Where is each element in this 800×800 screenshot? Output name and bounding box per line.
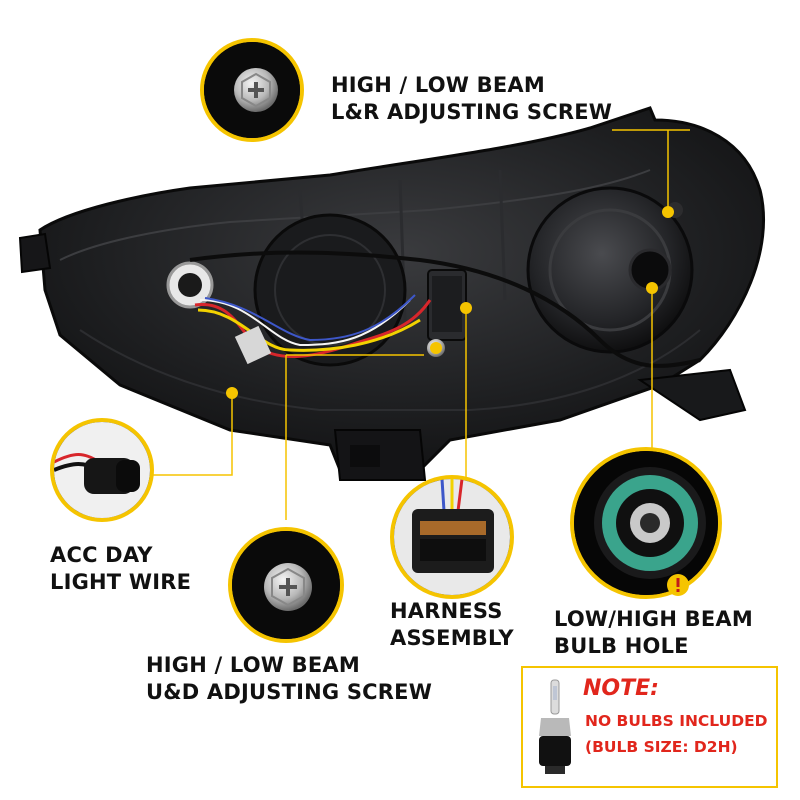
- note-line-1: NO BULBS INCLUDED: [585, 712, 768, 730]
- adjusting-screw-icon: [232, 531, 340, 639]
- zoom-acc-wire: [50, 418, 154, 522]
- label-line: U&D ADJUSTING SCREW: [146, 680, 433, 704]
- label-ud-screw: HIGH / LOW BEAM U&D ADJUSTING SCREW: [146, 652, 432, 706]
- note-box: NOTE: NO BULBS INCLUDED (BULB SIZE: D2H): [521, 666, 778, 788]
- connector-icon: [54, 422, 150, 518]
- headlight-housing: [18, 106, 765, 481]
- label-line: LOW/HIGH BEAM: [554, 607, 753, 631]
- zoom-harness: [390, 475, 514, 599]
- label-lr-screw: HIGH / LOW BEAM L&R ADJUSTING SCREW: [331, 72, 612, 126]
- label-line: L&R ADJUSTING SCREW: [331, 100, 613, 124]
- bulb-icon: [539, 679, 571, 774]
- note-line-2: (BULB SIZE: D2H): [585, 738, 738, 756]
- label-line: LIGHT WIRE: [50, 570, 192, 594]
- label-line: HARNESS: [390, 599, 503, 623]
- label-acc-wire: ACC DAY LIGHT WIRE: [50, 542, 191, 596]
- warning-icon: [667, 574, 689, 596]
- label-harness: HARNESS ASSEMBLY: [390, 598, 514, 652]
- note-title: NOTE:: [583, 676, 659, 701]
- label-line: ACC DAY: [50, 543, 153, 567]
- callout-dots: [226, 206, 674, 399]
- label-line: HIGH / LOW BEAM: [146, 653, 360, 677]
- label-line: HIGH / LOW BEAM: [331, 73, 545, 97]
- label-bulb-hole: LOW/HIGH BEAM BULB HOLE: [554, 606, 753, 660]
- zoom-ud-screw: [228, 527, 344, 643]
- bulb-hole-icon: [574, 451, 718, 595]
- harness-icon: [394, 479, 510, 595]
- zoom-lr-screw: [200, 38, 304, 142]
- zoom-bulb-hole: [570, 447, 722, 599]
- label-line: BULB HOLE: [554, 634, 689, 658]
- adjusting-screw-icon: [204, 42, 300, 138]
- label-line: ASSEMBLY: [390, 626, 514, 650]
